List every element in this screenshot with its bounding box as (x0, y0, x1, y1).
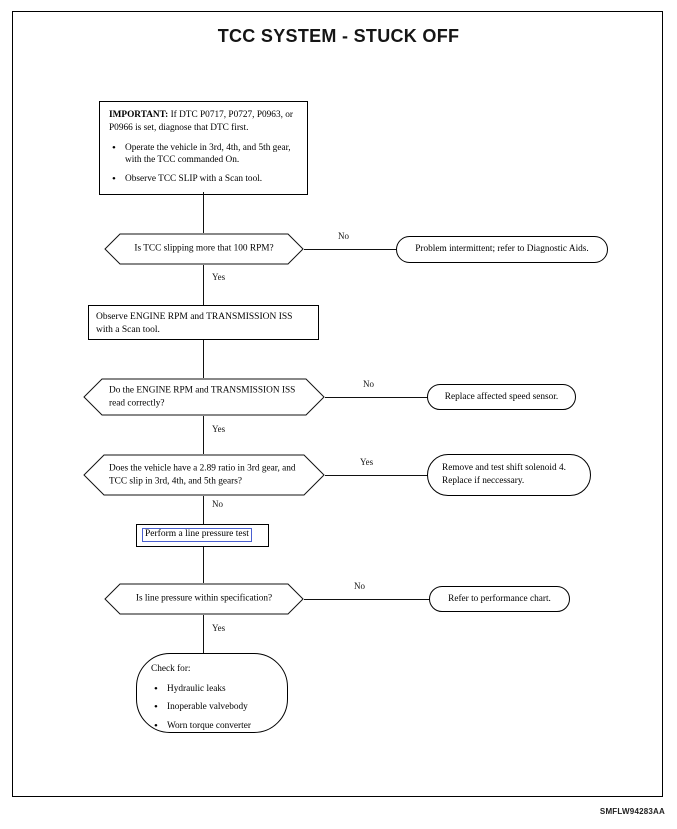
decision-289-ratio: Does the vehicle have a 2.89 ratio in 3r… (83, 454, 325, 496)
edge-label-yes-2: Yes (210, 424, 228, 434)
result-label: Refer to performance chart. (448, 593, 551, 604)
decision-rpm-iss-read-correctly: Do the ENGINE RPM and TRANSMISSION ISS r… (83, 378, 325, 416)
edge-label-no-3: No (210, 499, 225, 509)
connector-decision3-yes (325, 475, 428, 476)
page-title: TCC SYSTEM - STUCK OFF (217, 26, 460, 46)
connector-observe-to-decision2 (203, 340, 204, 378)
edge-label-yes-3: Yes (358, 457, 376, 467)
edge-label-no-2: No (361, 379, 376, 389)
connector-decision3-no (203, 496, 204, 524)
important-text: If DTC P0717, P0727, P0963, or P0966 is … (109, 110, 293, 133)
decision-label: Is line pressure within specification? (135, 593, 273, 604)
edge-label-no-1: No (336, 231, 351, 241)
edge-label-yes-1: Yes (210, 272, 228, 282)
result-label: Replace affected speed sensor. (444, 391, 559, 402)
process-label: Observe ENGINE RPM and TRANSMISSION ISS … (96, 312, 293, 335)
important-note-box: IMPORTANT: If DTC P0717, P0727, P0963, o… (99, 101, 308, 196)
decision-line-pressure-spec: Is line pressure within specification? (104, 583, 304, 615)
list-item: Inoperable valvebody (151, 700, 273, 714)
decision-label: Does the vehicle have a 2.89 ratio in 3r… (109, 463, 296, 486)
connector-note-to-decision1 (203, 192, 204, 233)
list-item: Operate the vehicle in 3rd, 4th, and 5th… (109, 141, 298, 168)
important-note-bullets: Operate the vehicle in 3rd, 4th, and 5th… (109, 141, 298, 188)
important-note-lead: IMPORTANT: If DTC P0717, P0727, P0963, o… (109, 109, 298, 135)
edge-label-yes-4: Yes (210, 623, 228, 633)
figure-code: SMFLW94283AA (599, 807, 665, 816)
process-observe-rpm: Observe ENGINE RPM and TRANSMISSION ISS … (88, 305, 319, 340)
decision-label: Is TCC slipping more that 100 RPM? (134, 243, 274, 254)
connector-decision4-no (304, 599, 430, 600)
check-for-title: Check for: (151, 664, 191, 674)
result-check-for: Check for: Hydraulic leaks Inoperable va… (136, 653, 288, 733)
list-item: Observe TCC SLIP with a Scan tool. (109, 172, 298, 187)
process-line-pressure-test[interactable]: Perform a line pressure test (136, 524, 269, 547)
result-problem-intermittent: Problem intermittent; refer to Diagnosti… (396, 236, 608, 263)
connector-decision1-no (304, 249, 397, 250)
result-replace-speed-sensor: Replace affected speed sensor. (427, 384, 576, 410)
decision-label: Do the ENGINE RPM and TRANSMISSION ISS r… (109, 385, 296, 408)
decision-tcc-slipping: Is TCC slipping more that 100 RPM? (104, 233, 304, 265)
connector-decision1-yes (203, 265, 204, 305)
check-for-list: Hydraulic leaks Inoperable valvebody Wor… (151, 682, 273, 733)
edge-label-no-4: No (352, 581, 367, 591)
result-shift-solenoid: Remove and test shift solenoid 4. Replac… (427, 454, 591, 496)
list-item: Worn torque converter (151, 719, 273, 733)
list-item: Hydraulic leaks (151, 682, 273, 696)
page-border (12, 11, 663, 797)
line-pressure-test-link[interactable]: Perform a line pressure test (142, 528, 252, 542)
result-performance-chart: Refer to performance chart. (429, 586, 570, 612)
connector-decision4-yes (203, 615, 204, 653)
connector-linepressure-to-decision4 (203, 547, 204, 583)
important-label: IMPORTANT: (109, 110, 169, 120)
result-label: Problem intermittent; refer to Diagnosti… (415, 244, 589, 255)
connector-decision2-yes (203, 416, 204, 454)
result-label: Remove and test shift solenoid 4. Replac… (442, 463, 566, 486)
connector-decision2-no (325, 397, 428, 398)
